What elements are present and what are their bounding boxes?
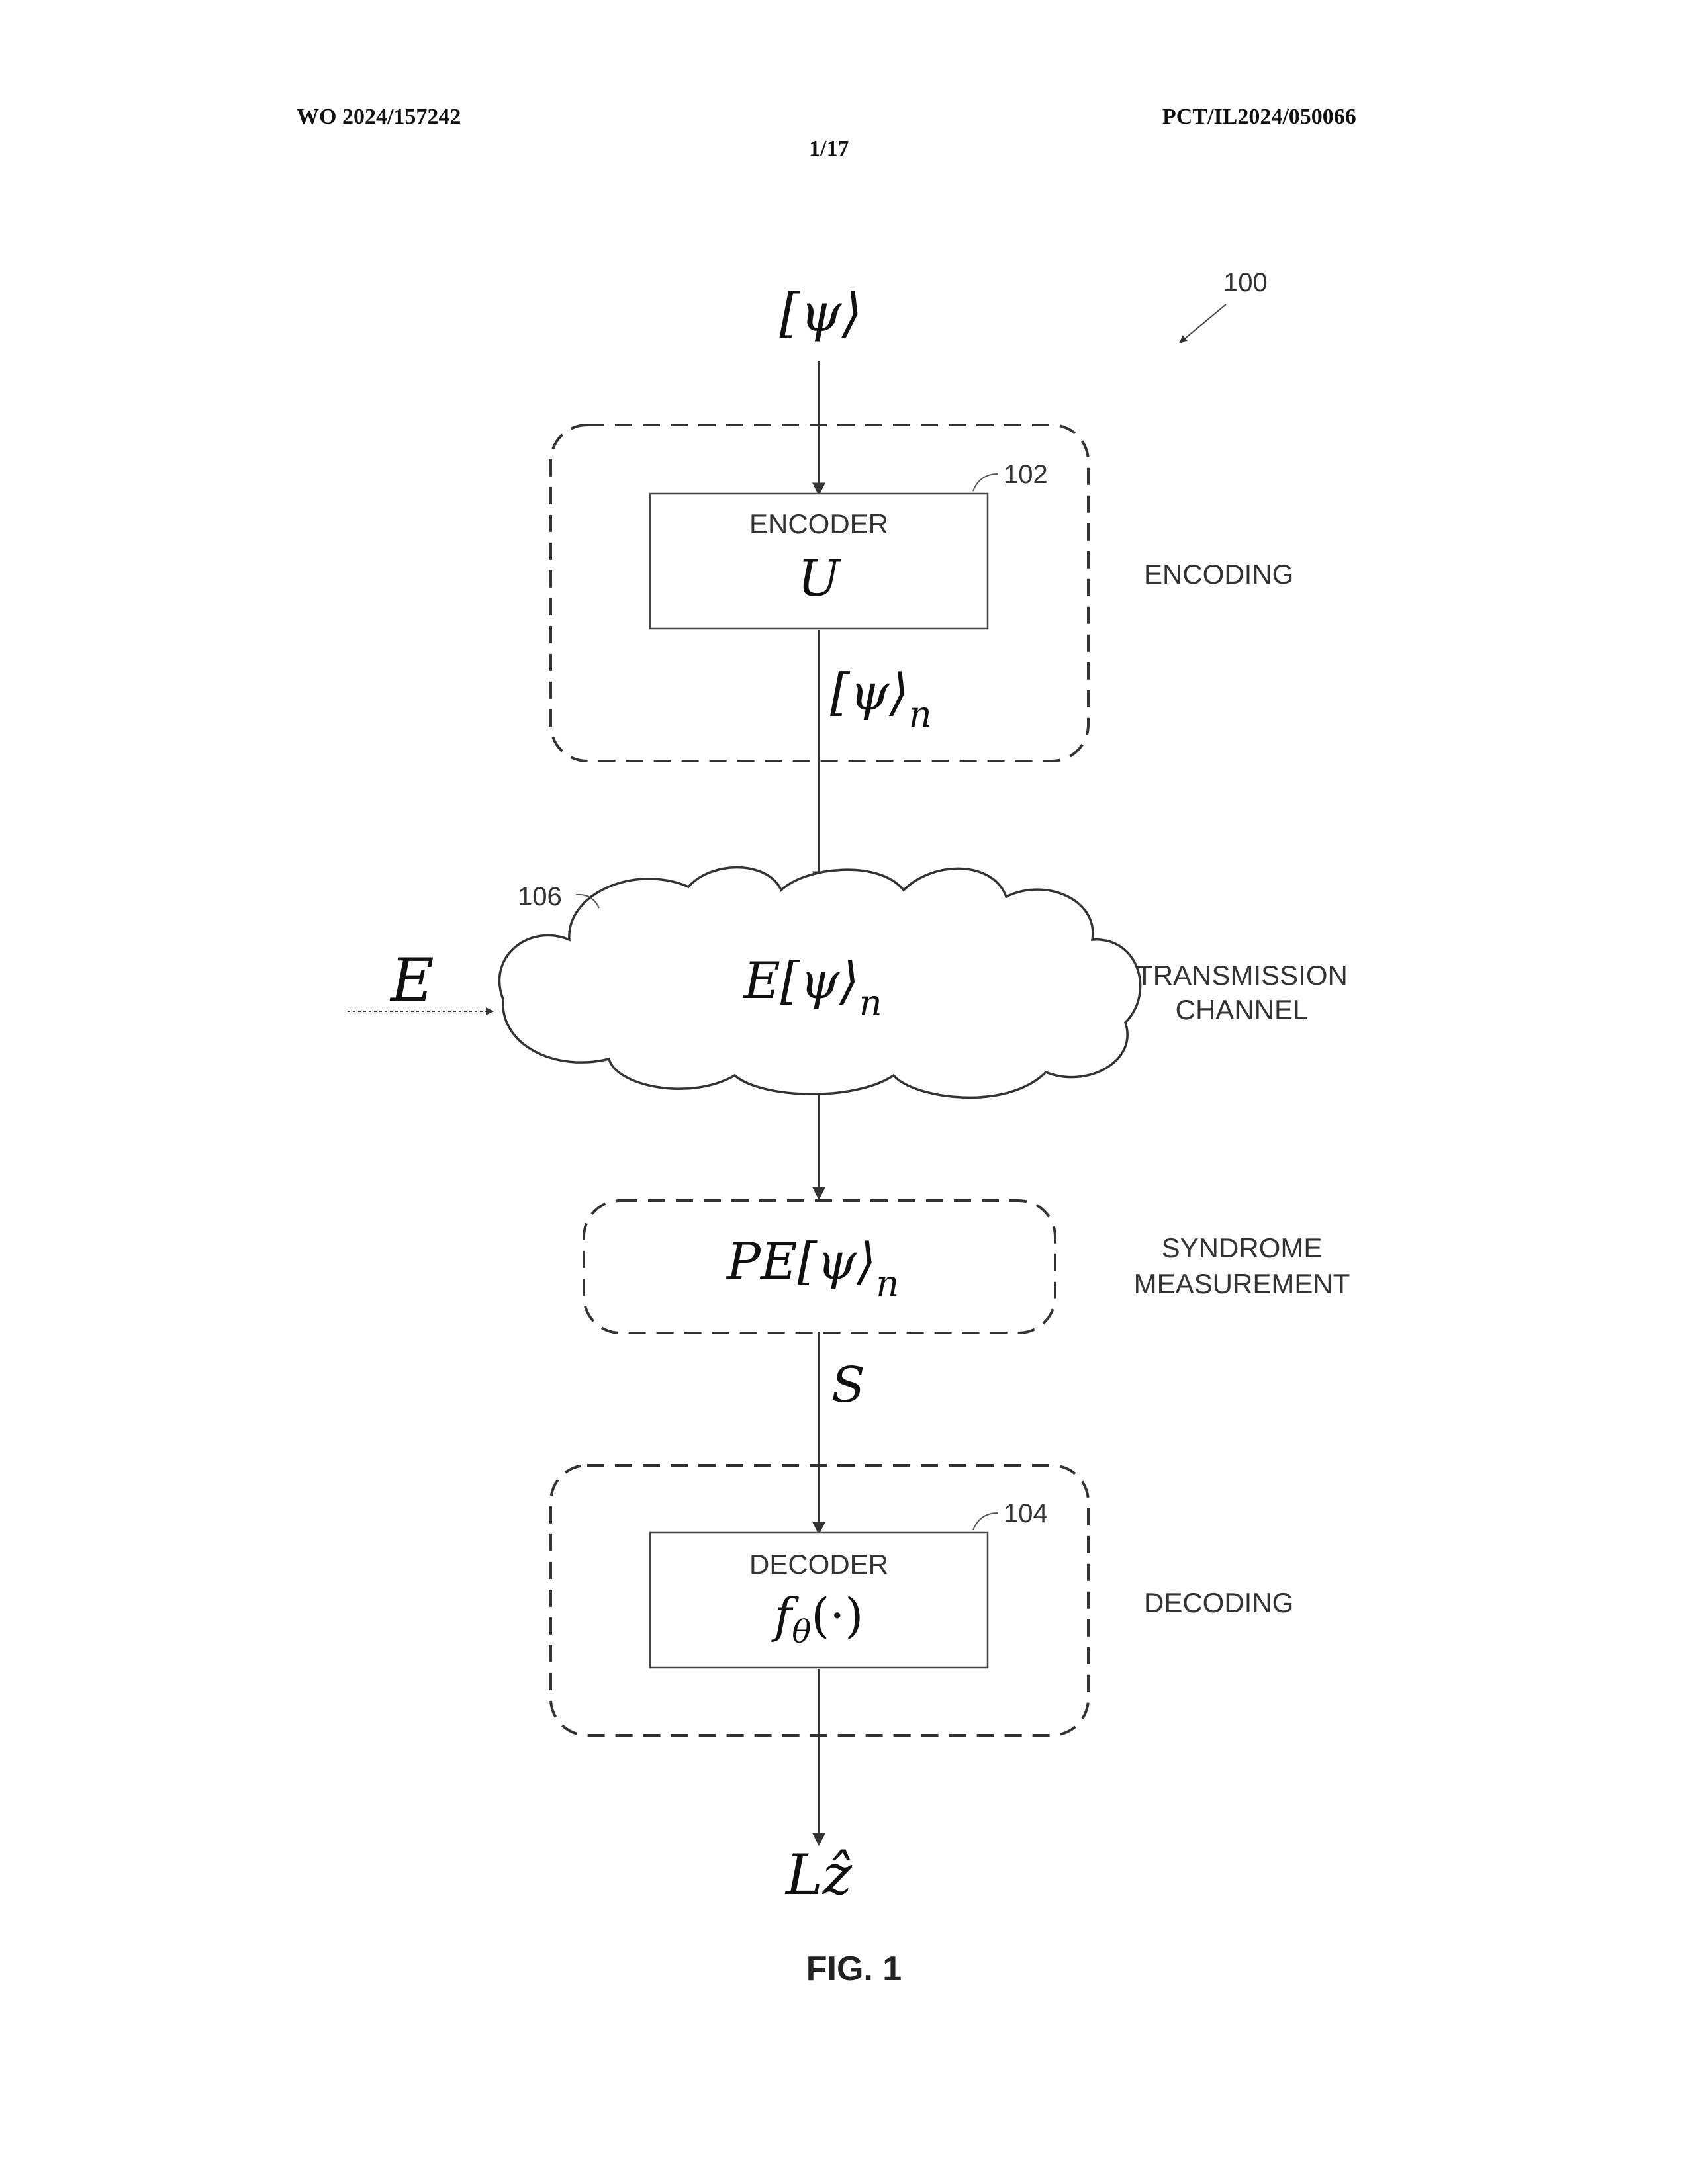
syndrome-stage-label-line1: SYNDROME: [1162, 1232, 1323, 1263]
figure-ref-leader: [1180, 304, 1226, 343]
channel-stage-label-line2: CHANNEL: [1176, 994, 1309, 1025]
syndrome-content-sub: n: [876, 1263, 899, 1304]
decoder-symbol: fθ(·): [771, 1588, 864, 1651]
decoded-output: Lẑ: [784, 1843, 853, 1907]
encoded-state-sub: n: [909, 694, 932, 735]
figure-caption: FIG. 1: [806, 1950, 902, 1988]
channel-content-sub: n: [859, 982, 882, 1024]
syndrome-content-base: PE[ψ⟩: [726, 1232, 876, 1291]
decoder-title: DECODER: [749, 1549, 888, 1580]
decoder-symbol-sub: θ: [792, 1614, 811, 1651]
channel-content-base: E[ψ⟩: [742, 951, 859, 1010]
encoder-title: ENCODER: [749, 508, 888, 539]
decoder-ref-number: 104: [1004, 1499, 1048, 1528]
syndrome-stage-label-line2: MEASUREMENT: [1134, 1268, 1350, 1299]
encoder-ref-number: 102: [1004, 460, 1048, 489]
channel-ref-number: 106: [518, 882, 562, 911]
syndrome-content: PE[ψ⟩n: [726, 1232, 899, 1304]
encoder-symbol: U: [798, 549, 842, 608]
encoder-ref-leader: [973, 474, 998, 491]
encoded-state: [ψ⟩n: [830, 662, 932, 735]
syndrome-output: S: [831, 1357, 865, 1414]
channel-error-label: E: [389, 946, 434, 1015]
input-state: [ψ⟩: [779, 282, 862, 343]
decoding-stage-label: DECODING: [1144, 1587, 1293, 1618]
encoding-stage-label: ENCODING: [1144, 559, 1293, 590]
figure-ref-number: 100: [1223, 268, 1268, 297]
decoder-symbol-arg: (·): [811, 1588, 863, 1643]
encoded-state-base: [ψ⟩: [830, 662, 909, 721]
channel-stage-label-line1: TRANSMISSION: [1136, 960, 1348, 991]
decoder-ref-leader: [973, 1513, 998, 1530]
